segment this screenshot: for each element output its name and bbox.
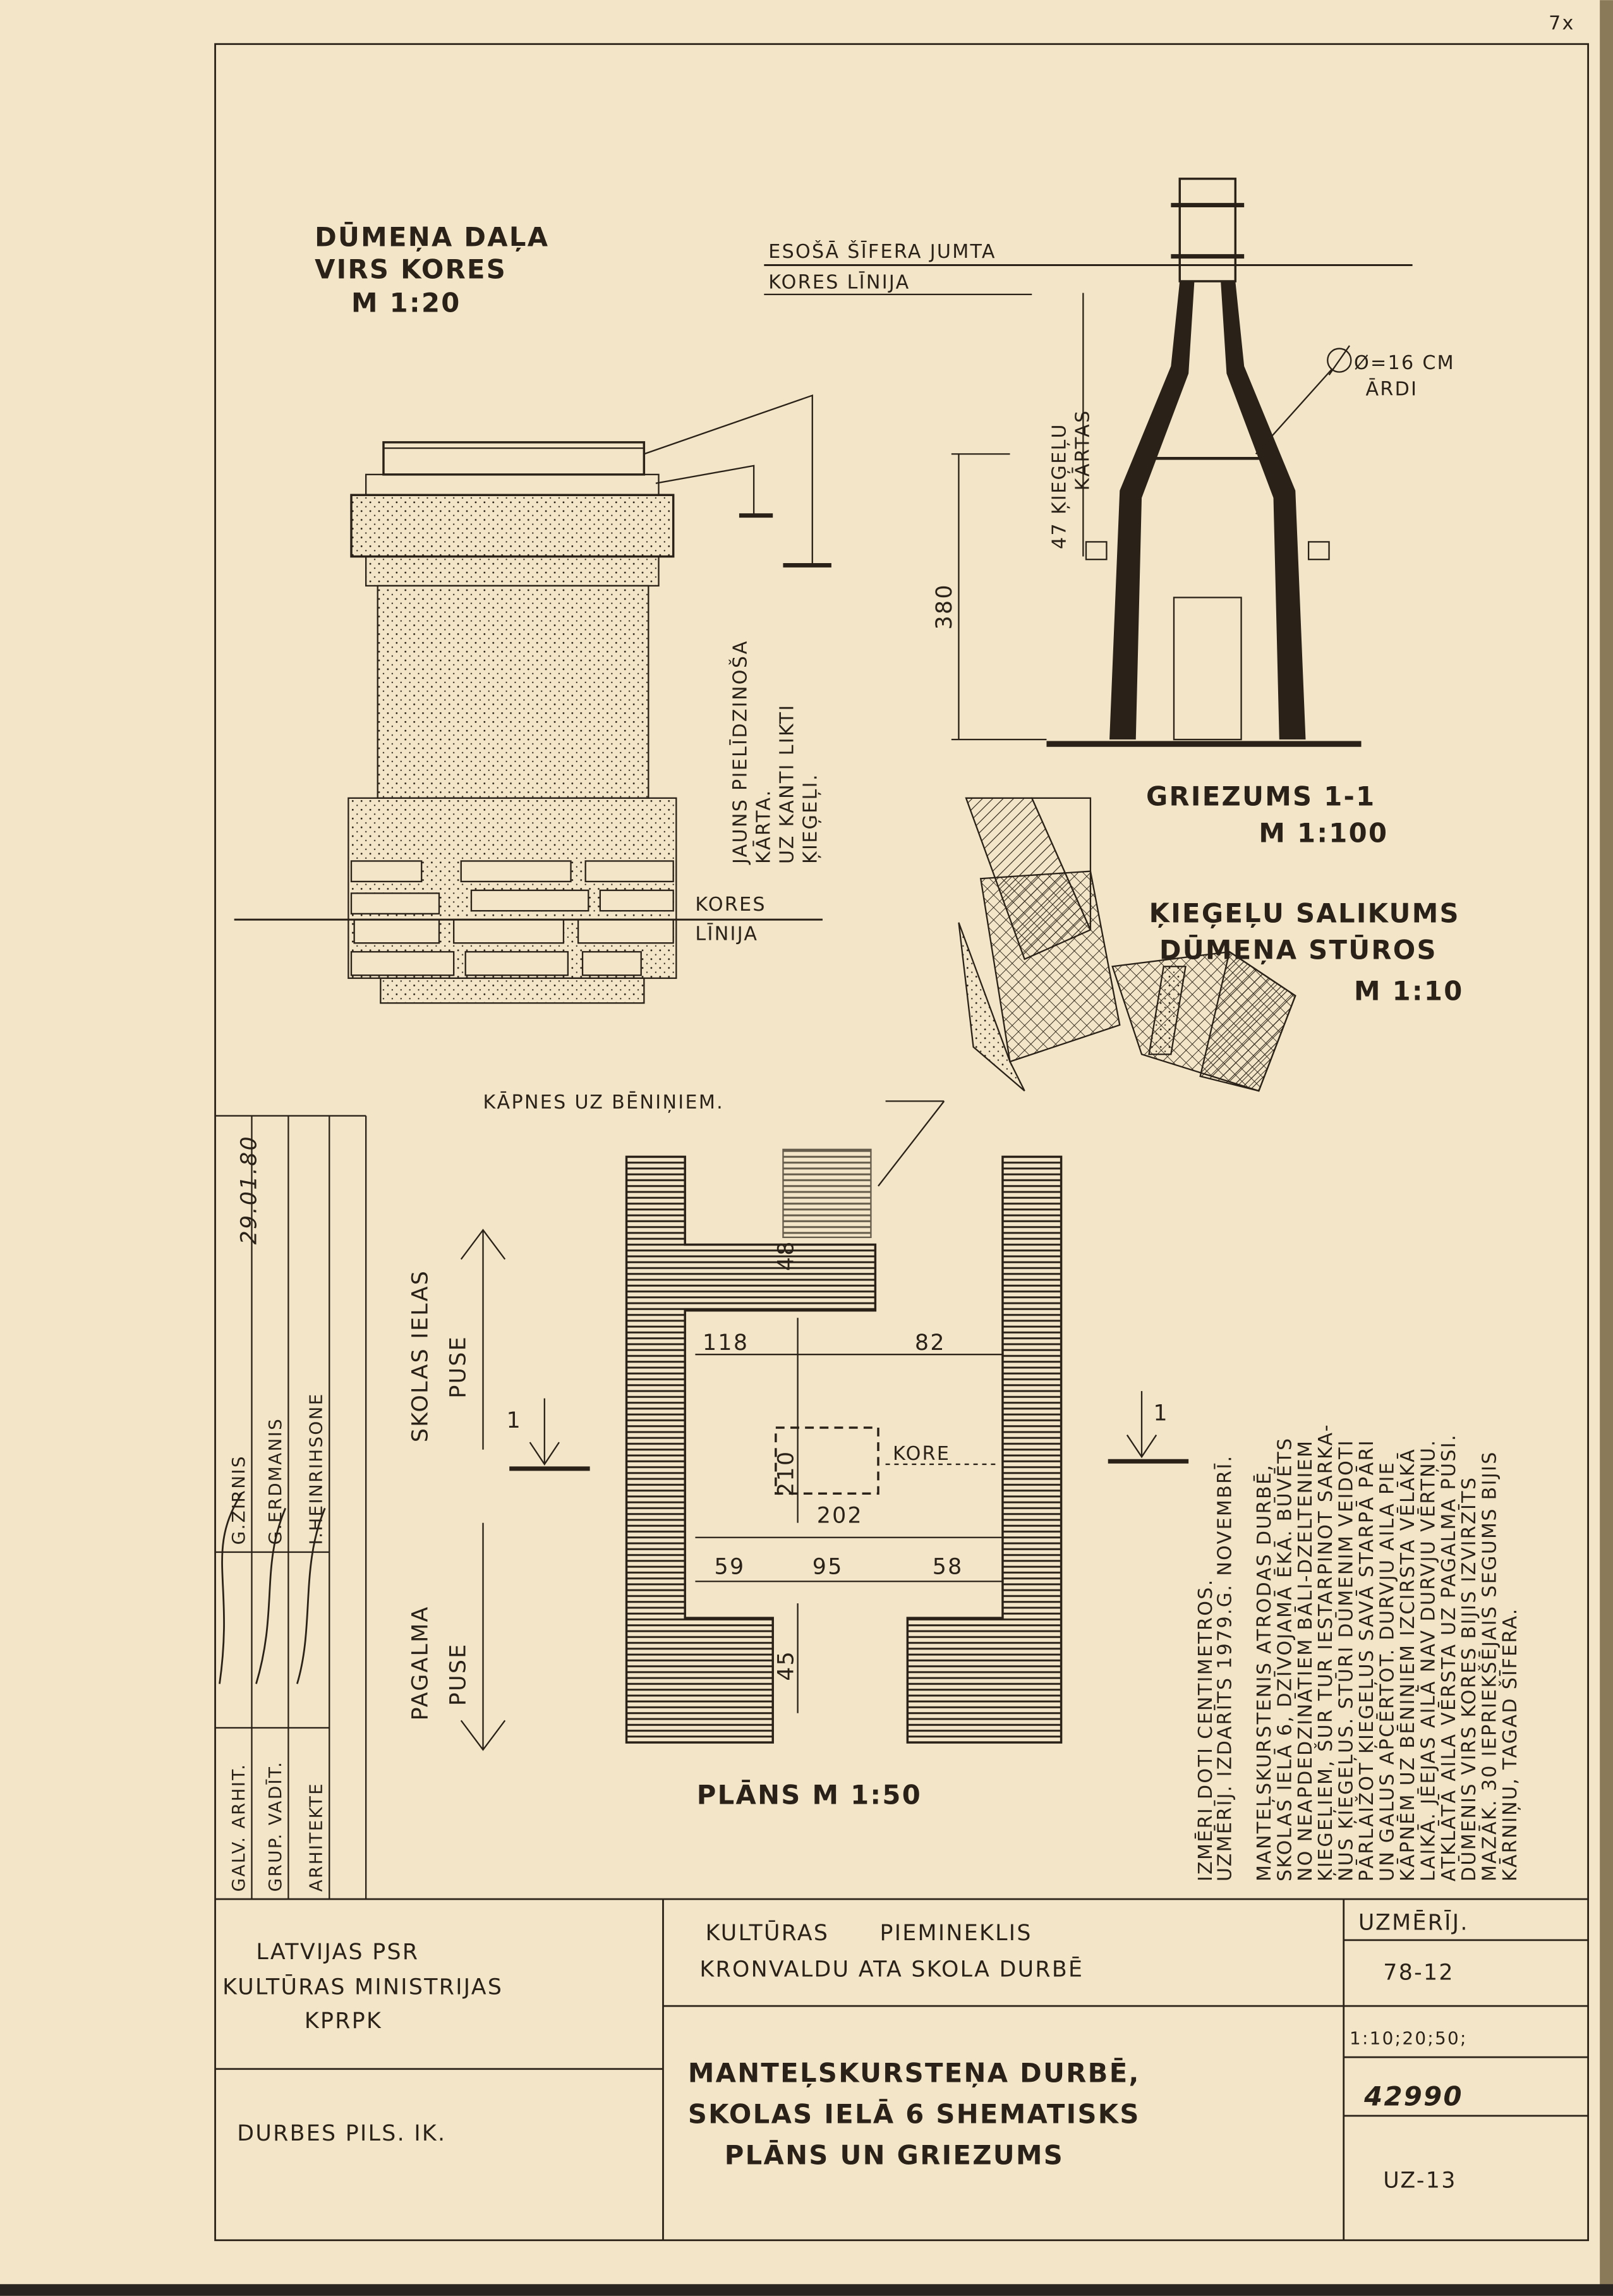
dim-210: 210 [774,1450,799,1497]
section-ridge-label: KORES LĪNIJA [768,271,910,294]
dim-82: 82 [915,1330,946,1356]
note-line: PĀRLAIŽOT ĶIEGEĻUS SAVĀ STARPĀ PĀRI [1355,1439,1378,1881]
note-line: ATKLĀTĀ AILA VĒRSTA UZ PAGALMA PUSI. [1437,1433,1460,1881]
note-line: LAIKĀ. JĒEJAS AILĀ NAV DURVJU VĒRTŅU. [1417,1439,1439,1881]
org-line-1: LATVIJAS PSR [256,1940,419,1965]
stairs-label: KĀPNES UZ BĒNIŅIEM. [483,1091,725,1114]
name-heinrihsone: I.HEINRIHSONE [306,1392,327,1545]
plan-title: PLĀNS M 1:50 [697,1779,922,1810]
org-line-3: KPRPK [305,2008,382,2034]
annotation-4: ĶIEĢEĻI. [800,773,822,864]
drawing-frame [214,43,1590,2242]
scales: 1:10;20;50; [1350,2027,1468,2048]
note-line: SKOLAS IELĀ 6, DZĪVOJAMĀ ĒKĀ. BŪVĒTS [1273,1437,1296,1882]
role-group-leader: GRUP. VADĪT. [265,1761,286,1892]
note-line: UN GALUS APCĒRTOT. DURVJU AILA PIE [1375,1461,1398,1881]
signature-date: 29.01.80 [236,1135,262,1244]
elevation-title-2: VIRS KORES [315,253,507,284]
corner-detail-title-2: DŪMEŅA STŪROS [1159,935,1437,966]
survey-label: UZMĒRĪJ. [1358,1910,1469,1936]
annotation: JAUNS PIELĪDZINOŠA [728,640,752,865]
signature-table: GALV. ARHIT. GRUP. VADĪT. ARHITEKTE G.ZI… [215,1115,367,1899]
note-line: MAZĀK. 30 IEPRIEKŠĒJAIS SEGUMS BIJIS [1478,1450,1501,1881]
opening-label-2: ĀRDI [1365,378,1418,401]
ridge-label: KORES [695,894,766,916]
courses-label-2: KĀRTAS [1072,410,1094,491]
note-line: DŪMENIS VIRS KORES BIJIS IZVIRZĪTS [1458,1476,1480,1881]
dim-58: 58 [933,1555,964,1580]
note-header: IZMĒRI DOTI CENTIMETROS. [1194,1578,1217,1881]
dim-59: 59 [715,1555,746,1580]
title-block: LATVIJAS PSR KULTŪRAS MINISTRIJAS KPRPK … [215,1898,1588,2240]
elevation-scale: M 1:20 [351,288,461,319]
note-header-2: UZMĒRĪJ. IZDARĪTS 1979.G. NOVEMBRĪ. [1213,1454,1236,1881]
street-side-label: SKOLAS IELAS [408,1270,433,1442]
drawing-title-1: MANTEĻSKURSTEŅA DURBĒ, [688,2058,1140,2089]
archive-number: 42990 [1363,2081,1463,2112]
sheet-number: UZ-13 [1383,2168,1456,2193]
paper-edge [1600,0,1613,2296]
section-1-1: ESOŠĀ ŠĪFERA JUMTA KORES LĪNIJA 380 47 Ķ… [764,178,1455,848]
dim-95: 95 [813,1555,843,1580]
height-dimension: 380 [932,583,957,629]
role-chief-architect: GALV. ARHIT. [228,1763,249,1892]
drawing-title-2: SKOLAS IELĀ 6 SHEMATISKS [688,2098,1140,2129]
object-line-2: KRONVALDU ATA SKOLA DURBĒ [699,1957,1084,1983]
name-erdmanis: G.ERDMANIS [265,1418,286,1545]
role-architect: ARHITEKTE [306,1782,327,1892]
object-line-1: KULTŪRAS PIEMINEKLIS [706,1920,1032,1946]
notes: IZMĒRI DOTI CENTIMETROS. UZMĒRĪJ. IZDARĪ… [1194,1423,1521,1881]
note-line: ĶIEGEĻIEM, ŠUR TUR IESTARPINOT SARKA- [1314,1423,1337,1881]
note-line: NUS ĶIEGEĻUS. STŪRI DŪMENIM VEIDOTI [1335,1439,1358,1881]
corner-detail-scale: M 1:10 [1354,976,1464,1007]
opening-label: Ø=16 CM [1354,352,1455,374]
note-line: NO NEAPDEDZINĀTIEM BĀLI-DZELTENIEM [1294,1440,1317,1881]
note-line: MANTEĻSKURSTENIS ATRODAS DURBĒ, [1253,1464,1276,1881]
annotation-3: UZ KANTI LIKTI [776,703,799,864]
roof-label: ESOŠĀ ŠĪFERA JUMTA [768,240,996,263]
dim-202: 202 [817,1503,863,1529]
plan-ridge-label: KORE [893,1443,950,1465]
yard-side-label-2: PUSE [446,1643,471,1706]
dim-118: 118 [703,1330,749,1356]
brick-corner-detail: ĶIEĢEĻU SALIKUMS DŪMEŅA STŪROS M 1:10 [958,797,1464,1092]
note-line: KĀRNIŅU, TAGAD ŠĪFERA. [1498,1607,1521,1881]
corner-detail-title: ĶIEĢEĻU SALIKUMS [1149,898,1460,929]
dim-45: 45 [774,1650,799,1681]
drawing-title-3: PLĀNS UN GRIEZUMS [725,2139,1064,2170]
dim-48: 48 [774,1240,799,1271]
yard-side-label: PAGALMA [408,1605,433,1720]
corner-mark: 7x [1549,13,1575,35]
org-line-2: KULTŪRAS MINISTRIJAS [222,1974,503,2000]
section-scale: M 1:100 [1259,817,1388,848]
elevation-title: DŪMEŅA DAĻA [315,221,549,252]
handwritten-signatures [219,1493,326,1684]
chimney-elevation: DŪMEŅA DAĻA VIRS KORES M 1:20 KORES LĪNI… [234,221,831,1004]
ridge-label-2: LĪNIJA [695,923,758,945]
paper-edge-bottom [0,2284,1613,2296]
annotation-2: KĀRTA. [752,789,775,864]
note-line: KĀPNĒM UZ BĒNIŅIEM IZCIRSTA VĒLĀKĀ [1396,1448,1419,1881]
section-mark-right: 1 [1154,1400,1169,1426]
section-mark-left: 1 [507,1408,522,1433]
client-label: DURBES PILS. IK. [237,2121,446,2146]
plan-view: KĀPNES UZ BĒNIŅIEM. KORE 48 118 82 210 2… [408,1091,1189,1810]
section-title: GRIEZUMS 1-1 [1146,781,1376,811]
courses-label: 47 ĶIEĢEĻU [1049,423,1071,549]
survey-number: 78-12 [1383,1960,1454,1985]
street-side-label-2: PUSE [446,1335,471,1399]
